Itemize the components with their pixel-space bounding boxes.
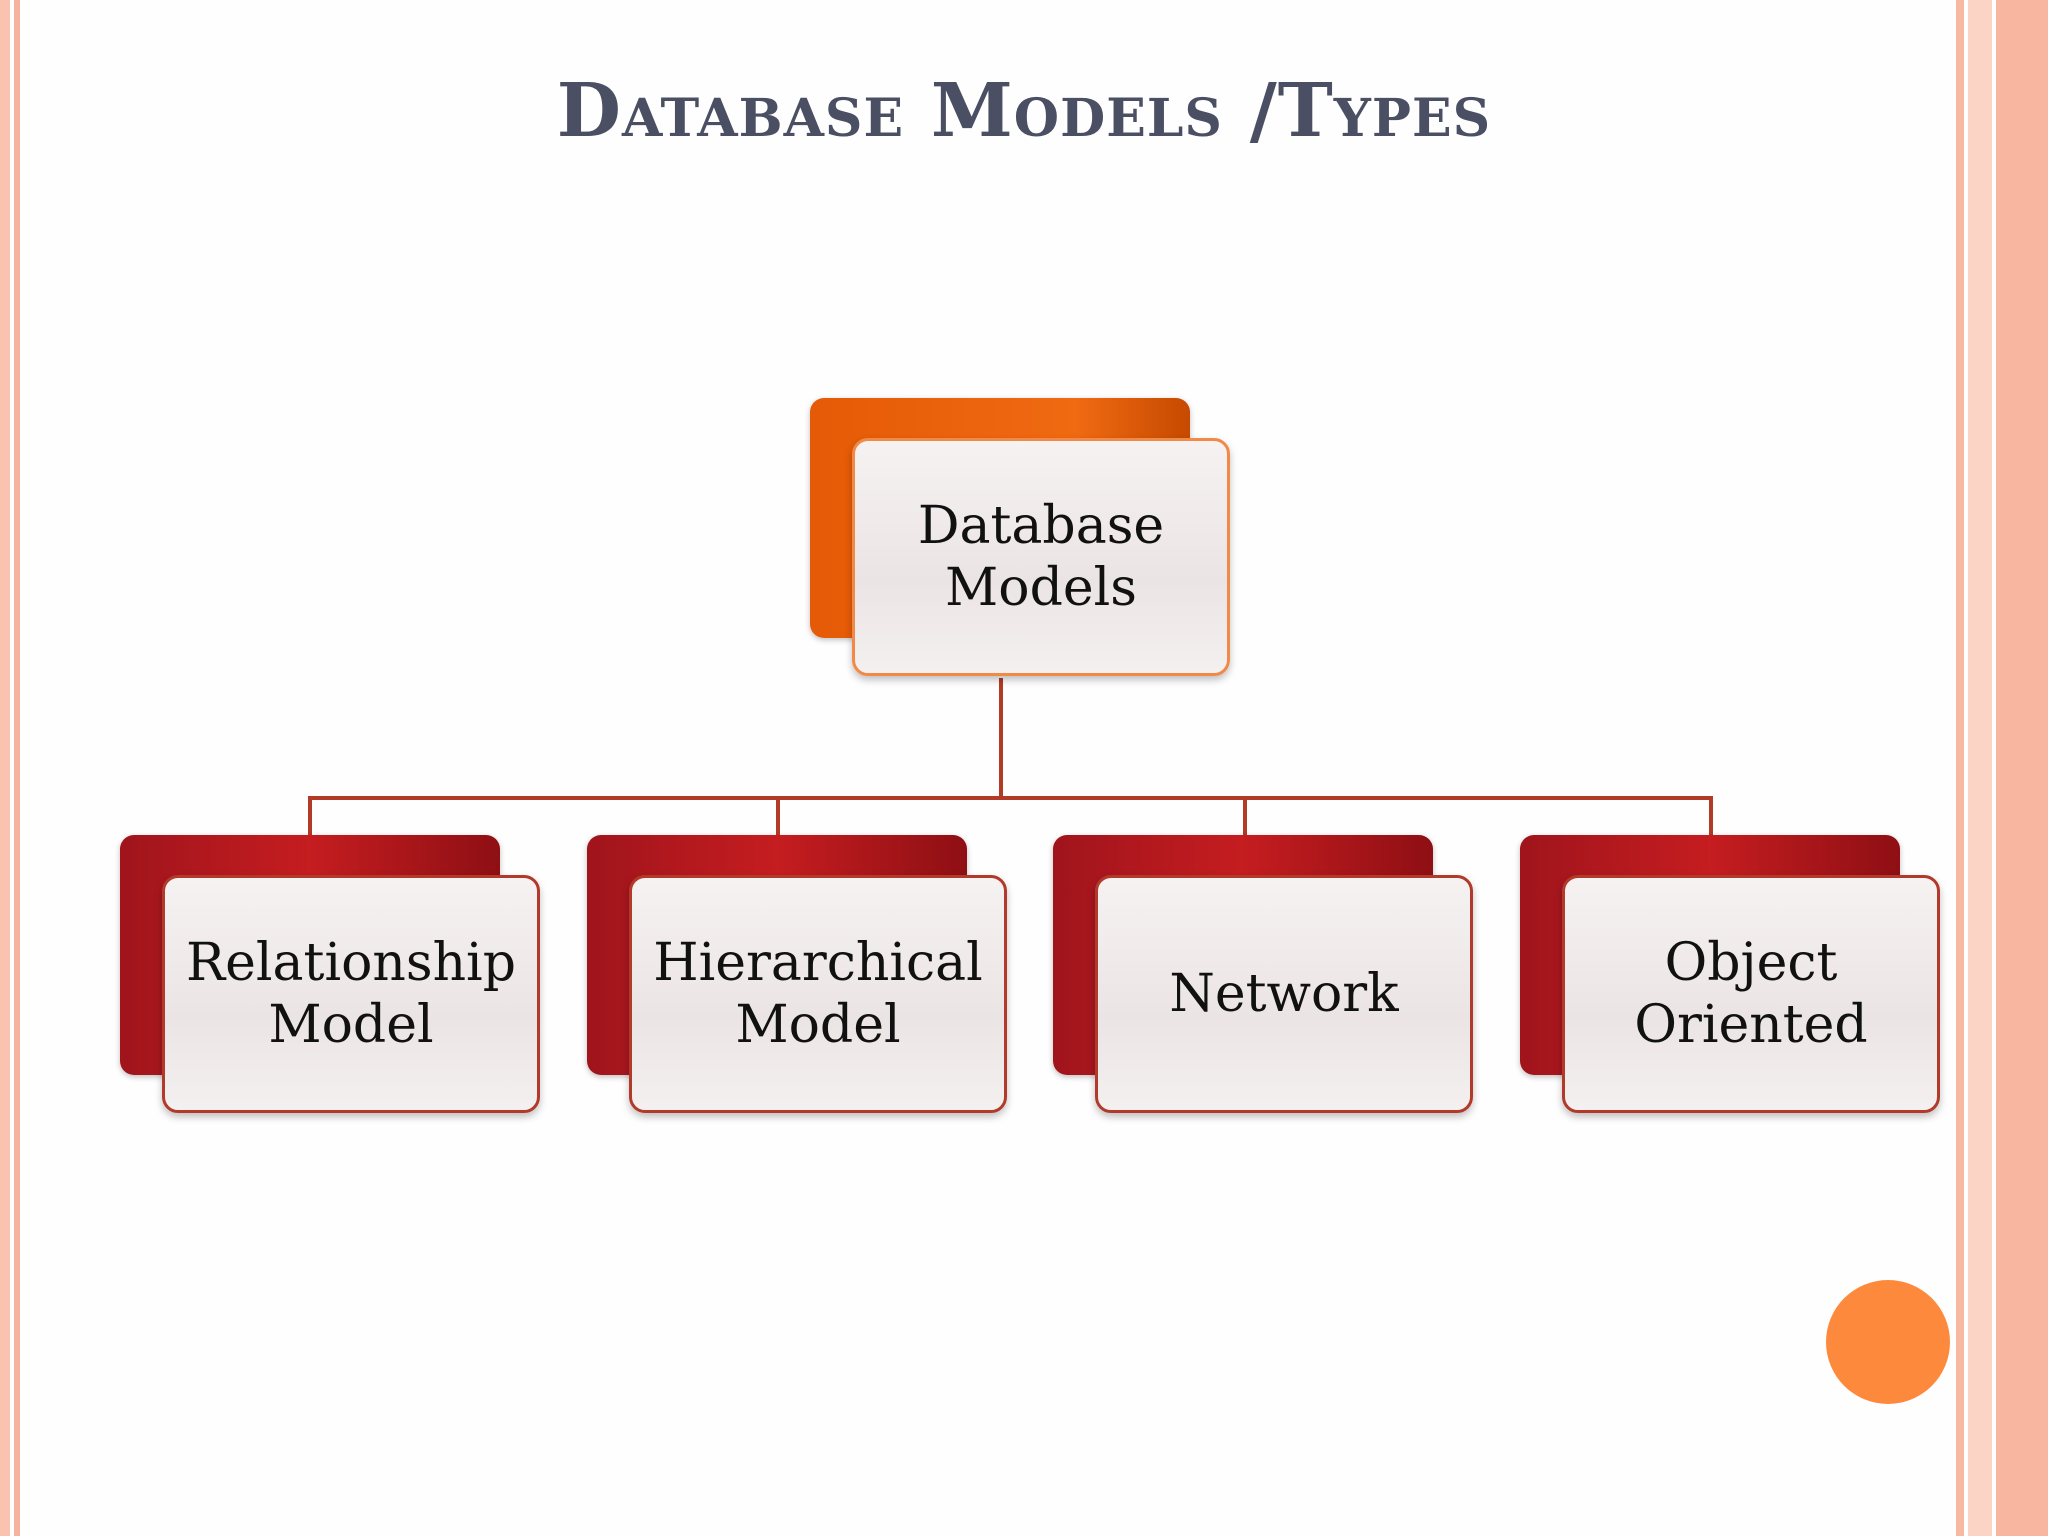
root-node: Database Models	[810, 398, 1230, 676]
child-3-stem-connector	[1243, 796, 1247, 836]
child-2-stem-connector	[776, 796, 780, 836]
left-border-stripe-inner	[14, 0, 20, 1536]
horizontal-connector	[308, 796, 1713, 800]
child-node-network: Network	[1053, 835, 1473, 1113]
child-node-label: Object Oriented	[1562, 875, 1940, 1113]
child-1-stem-connector	[308, 796, 312, 836]
right-border-stripe-inner	[1956, 0, 1964, 1536]
child-node-object-oriented: Object Oriented	[1520, 835, 1940, 1113]
left-border-stripe	[0, 0, 10, 1536]
child-node-label: Network	[1095, 875, 1473, 1113]
accent-circle	[1826, 1280, 1950, 1404]
root-node-label: Database Models	[852, 438, 1230, 676]
child-4-stem-connector	[1709, 796, 1713, 836]
child-node-relationship-model: Relationship Model	[120, 835, 540, 1113]
root-stem-connector	[999, 678, 1003, 798]
child-node-hierarchical-model: Hierarchical Model	[587, 835, 1007, 1113]
right-border-stripe-middle	[1968, 0, 1992, 1536]
right-border-stripe-outer	[1996, 0, 2048, 1536]
slide-title: Database Models /Types	[556, 68, 1492, 154]
child-node-label: Hierarchical Model	[629, 875, 1007, 1113]
child-node-label: Relationship Model	[162, 875, 540, 1113]
